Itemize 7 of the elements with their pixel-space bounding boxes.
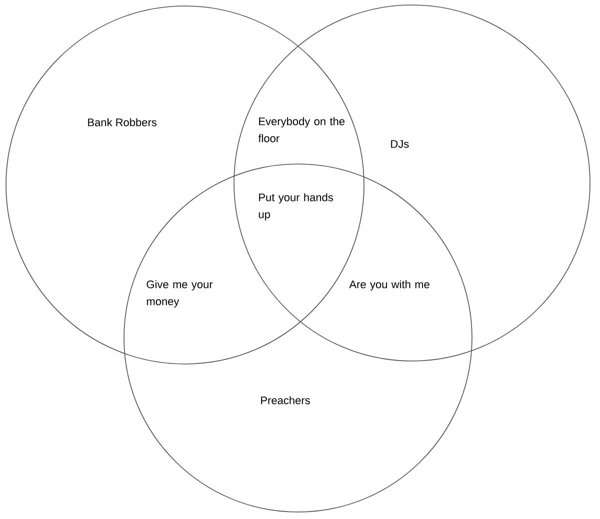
overlap-label: Give me your money [146,280,213,308]
set-label: Preachers [261,396,310,404]
overlap-label: Everybody on the floor [258,117,345,142]
overlap-label: Are you with me [349,280,430,290]
overlap-label: Put your hands up [258,193,333,220]
set-label: Bank Robbers [88,118,156,126]
set-label: DJs [391,140,409,148]
